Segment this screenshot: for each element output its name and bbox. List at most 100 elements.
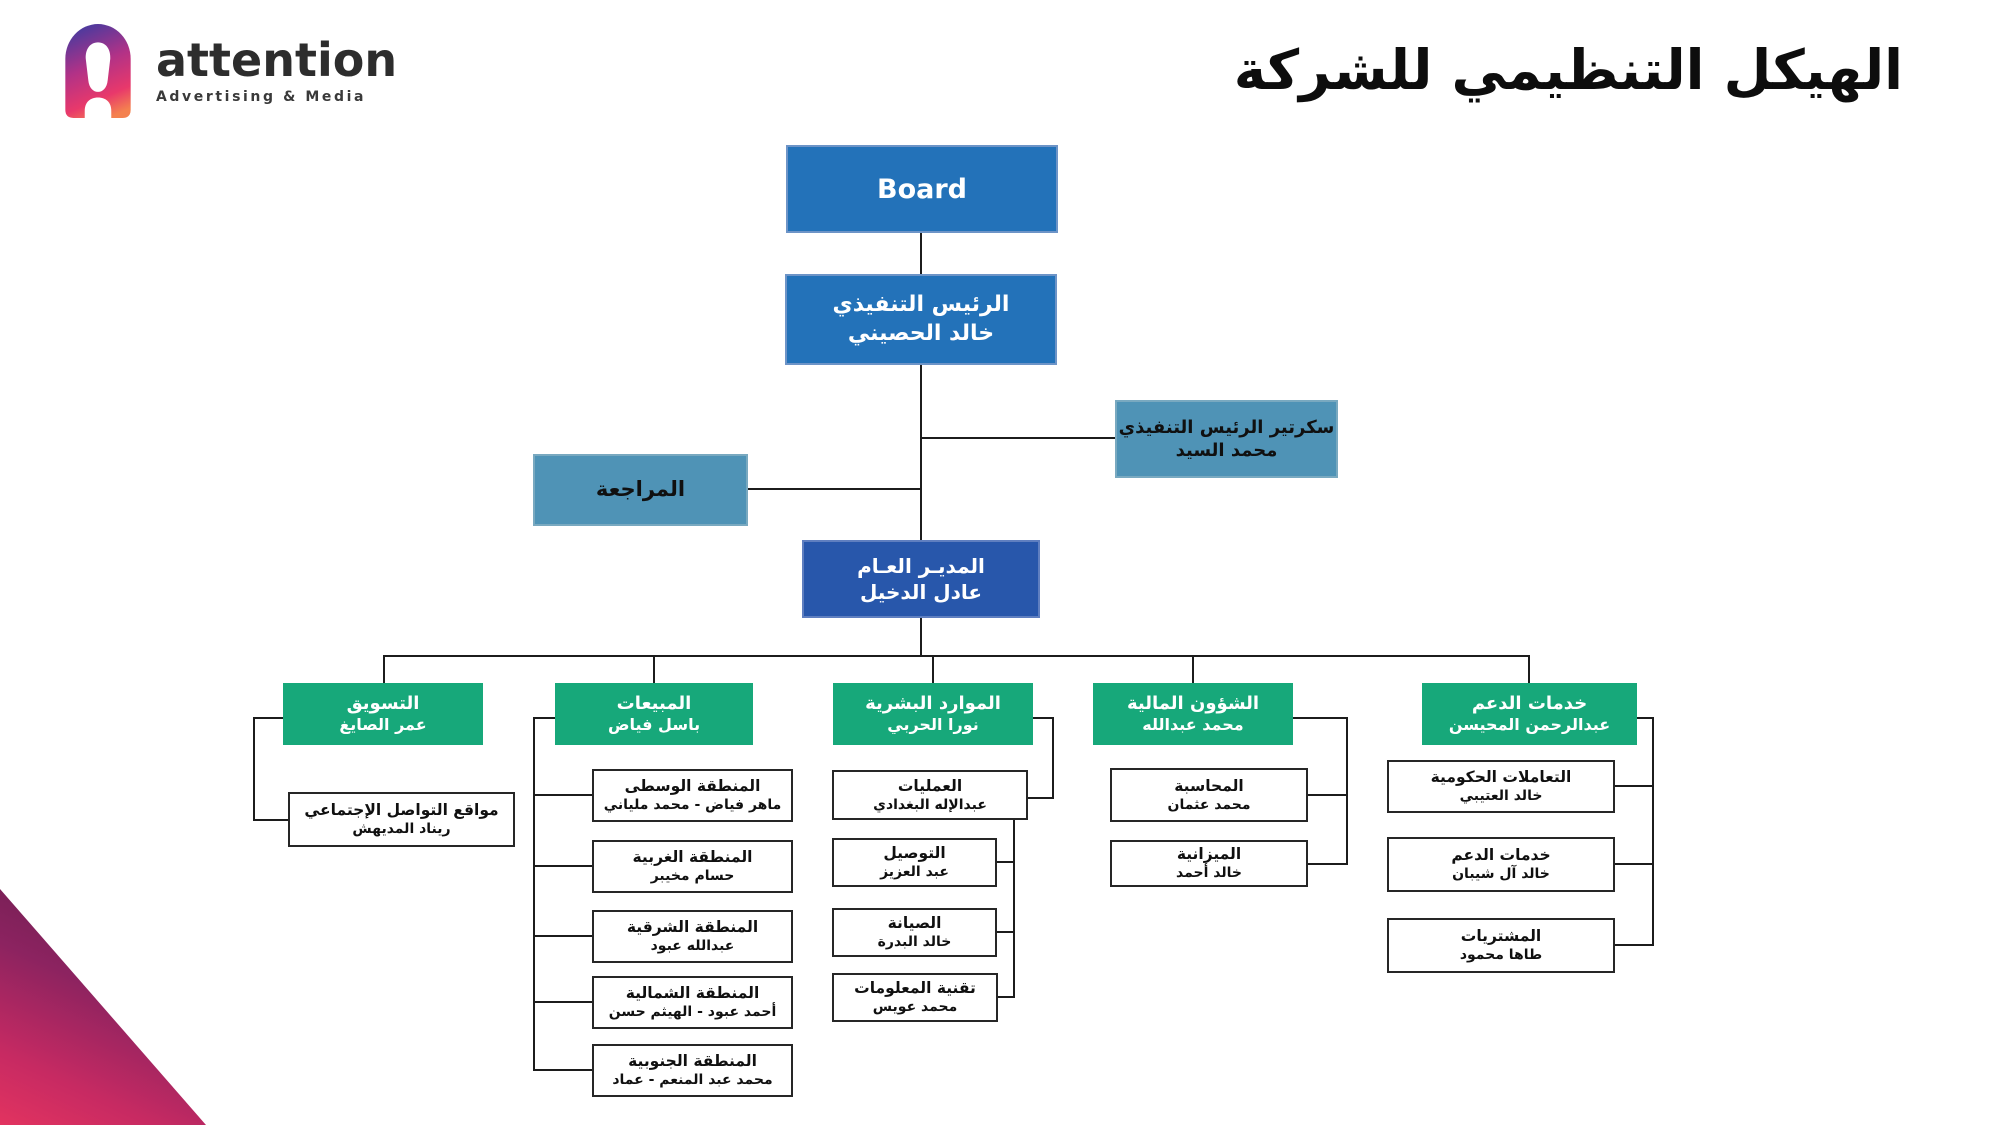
ceo-box: الرئيس التنفيذي خالد الحصيني <box>785 274 1057 365</box>
connector-drop-sales <box>653 655 655 683</box>
sub-central-region-box: المنطقة الوسطى ماهر فياض - محمد ملياني <box>592 769 793 822</box>
connector-sales-spine <box>533 717 535 1071</box>
sub-accounting-box: المحاسبة محمد عثمان <box>1110 768 1308 822</box>
sub-western-region-person: حسام مخيبر <box>650 868 735 885</box>
corner-triangle-decoration <box>0 889 206 1125</box>
sub-operations-box: العمليات عبدالإله البغدادي <box>832 770 1028 820</box>
connector-support-stub-1 <box>1615 785 1654 787</box>
connector-hr-spine <box>1013 820 1015 998</box>
connector-marketing-3 <box>253 819 288 821</box>
sub-eastern-region-title: المنطقة الشرقية <box>626 918 759 937</box>
connector-drop-support <box>1528 655 1530 683</box>
connector-sales-stub-3 <box>533 935 592 937</box>
dept-sales-box: المبيعات باسل فياض <box>555 683 753 745</box>
dept-hr-title: الموارد البشرية <box>865 692 1001 714</box>
attention-logo-icon <box>65 24 131 118</box>
sub-government-relations-box: التعاملات الحكومية خالد العتيبي <box>1387 760 1615 813</box>
dept-hr-box: الموارد البشرية نورا الحربي <box>833 683 1033 745</box>
sub-government-relations-title: التعاملات الحكومية <box>1430 768 1572 787</box>
connector-support-top <box>1637 717 1654 719</box>
dept-sales-person: باسل فياض <box>607 715 701 735</box>
sub-delivery-person: عبد العزيز <box>880 864 949 881</box>
connector-hr-drop <box>1052 717 1054 799</box>
logo: attention Advertising & Media <box>62 22 397 120</box>
connector-sales-top <box>533 717 555 719</box>
general-manager-person: عادل الدخيل <box>859 580 983 604</box>
sub-budget-title: الميزانية <box>1176 845 1242 864</box>
connector-finance-stub-2 <box>1308 863 1348 865</box>
audit-title: المراجعة <box>595 477 686 502</box>
board-box: Board <box>786 145 1058 233</box>
sub-it-person: محمد عويس <box>872 999 958 1016</box>
connector-drop-marketing <box>383 655 385 683</box>
sub-budget-person: خالد أحمد <box>1176 865 1242 882</box>
dept-finance-person: محمد عبدالله <box>1142 715 1244 735</box>
sub-support-services-title: خدمات الدعم <box>1451 846 1551 865</box>
connector-drop-hr <box>932 655 934 683</box>
dept-marketing-title: التسويق <box>346 692 420 714</box>
general-manager-box: المديـر العـام عادل الدخيل <box>802 540 1040 618</box>
ceo-secretary-person: محمد السيد <box>1175 440 1278 461</box>
connector-finance-top <box>1293 717 1348 719</box>
dept-sales-title: المبيعات <box>616 692 692 714</box>
connector-sales-stub-1 <box>533 794 592 796</box>
sub-maintenance-title: الصيانة <box>887 914 942 933</box>
connector-hr-stub-3 <box>998 996 1015 998</box>
connector-secretary <box>920 437 1115 439</box>
sub-northern-region-box: المنطقة الشمالية أحمد عبود - الهيثم حسن <box>592 976 793 1029</box>
sub-southern-region-person: محمد عبد المنعم - عماد <box>612 1072 773 1089</box>
ceo-title: الرئيس التنفيذي <box>832 291 1010 317</box>
connector-drop-finance <box>1192 655 1194 683</box>
sub-northern-region-title: المنطقة الشمالية <box>625 984 760 1003</box>
sub-central-region-title: المنطقة الوسطى <box>624 777 761 796</box>
connector-support-spine <box>1652 717 1654 946</box>
sub-operations-title: العمليات <box>897 776 963 795</box>
connector-gm-drop <box>920 618 922 655</box>
connector-support-stub-3 <box>1615 944 1654 946</box>
sub-procurement-title: المشتريات <box>1460 927 1542 946</box>
connector-hr-stub-2 <box>997 931 1015 933</box>
sub-northern-region-person: أحمد عبود - الهيثم حسن <box>608 1004 777 1021</box>
sub-accounting-title: المحاسبة <box>1174 776 1244 795</box>
sub-delivery-box: التوصيل عبد العزيز <box>832 838 997 887</box>
connector-hr-top <box>1033 717 1054 719</box>
sub-southern-region-box: المنطقة الجنوبية محمد عبد المنعم - عماد <box>592 1044 793 1097</box>
connector-ceo-gm-trunk <box>920 365 922 540</box>
logo-brand-name: attention <box>156 33 398 87</box>
dept-finance-title: الشؤون المالية <box>1126 692 1260 714</box>
connector-marketing-2 <box>253 717 255 820</box>
audit-box: المراجعة <box>533 454 748 526</box>
sub-western-region-title: المنطقة الغربية <box>632 848 753 867</box>
sub-maintenance-person: خالد البدرة <box>877 934 952 951</box>
connector-sales-stub-4 <box>533 1001 592 1003</box>
sub-it-box: تقنية المعلومات محمد عويس <box>832 973 998 1022</box>
sub-procurement-person: طاها محمود <box>1459 947 1543 964</box>
connector-sales-stub-2 <box>533 865 592 867</box>
dept-support-box: خدمات الدعم عبدالرحمن المحيسن <box>1422 683 1637 745</box>
connector-board-ceo <box>920 233 922 274</box>
sub-budget-box: الميزانية خالد أحمد <box>1110 840 1308 887</box>
sub-government-relations-person: خالد العتيبي <box>1459 788 1543 805</box>
sub-accounting-person: محمد عثمان <box>1167 796 1251 813</box>
sub-western-region-box: المنطقة الغربية حسام مخيبر <box>592 840 793 893</box>
dept-support-title: خدمات الدعم <box>1471 692 1588 714</box>
board-label: Board <box>877 173 967 205</box>
connector-finance-stub-1 <box>1308 794 1348 796</box>
logo-tagline: Advertising & Media <box>156 89 367 105</box>
logo-text: attention Advertising & Media <box>156 37 397 105</box>
connector-marketing-1 <box>253 717 283 719</box>
ceo-secretary-title: سكرتير الرئيس التنفيذي <box>1118 416 1335 438</box>
connector-hr-into-ops <box>1028 797 1054 799</box>
ceo-secretary-box: سكرتير الرئيس التنفيذي محمد السيد <box>1115 400 1338 478</box>
sub-procurement-box: المشتريات طاها محمود <box>1387 918 1615 973</box>
ceo-person: خالد الحصيني <box>847 320 995 346</box>
sub-operations-person: عبدالإله البغدادي <box>873 796 987 813</box>
connector-audit <box>748 488 920 490</box>
dept-finance-box: الشؤون المالية محمد عبدالله <box>1093 683 1293 745</box>
sub-eastern-region-person: عبدالله عبود <box>650 938 735 955</box>
sub-support-services-box: خدمات الدعم خالد آل شيبان <box>1387 837 1615 892</box>
connector-finance-spine <box>1346 717 1348 865</box>
sub-it-title: تقنية المعلومات <box>854 979 976 998</box>
dept-hr-person: نورا الحربي <box>887 715 979 735</box>
